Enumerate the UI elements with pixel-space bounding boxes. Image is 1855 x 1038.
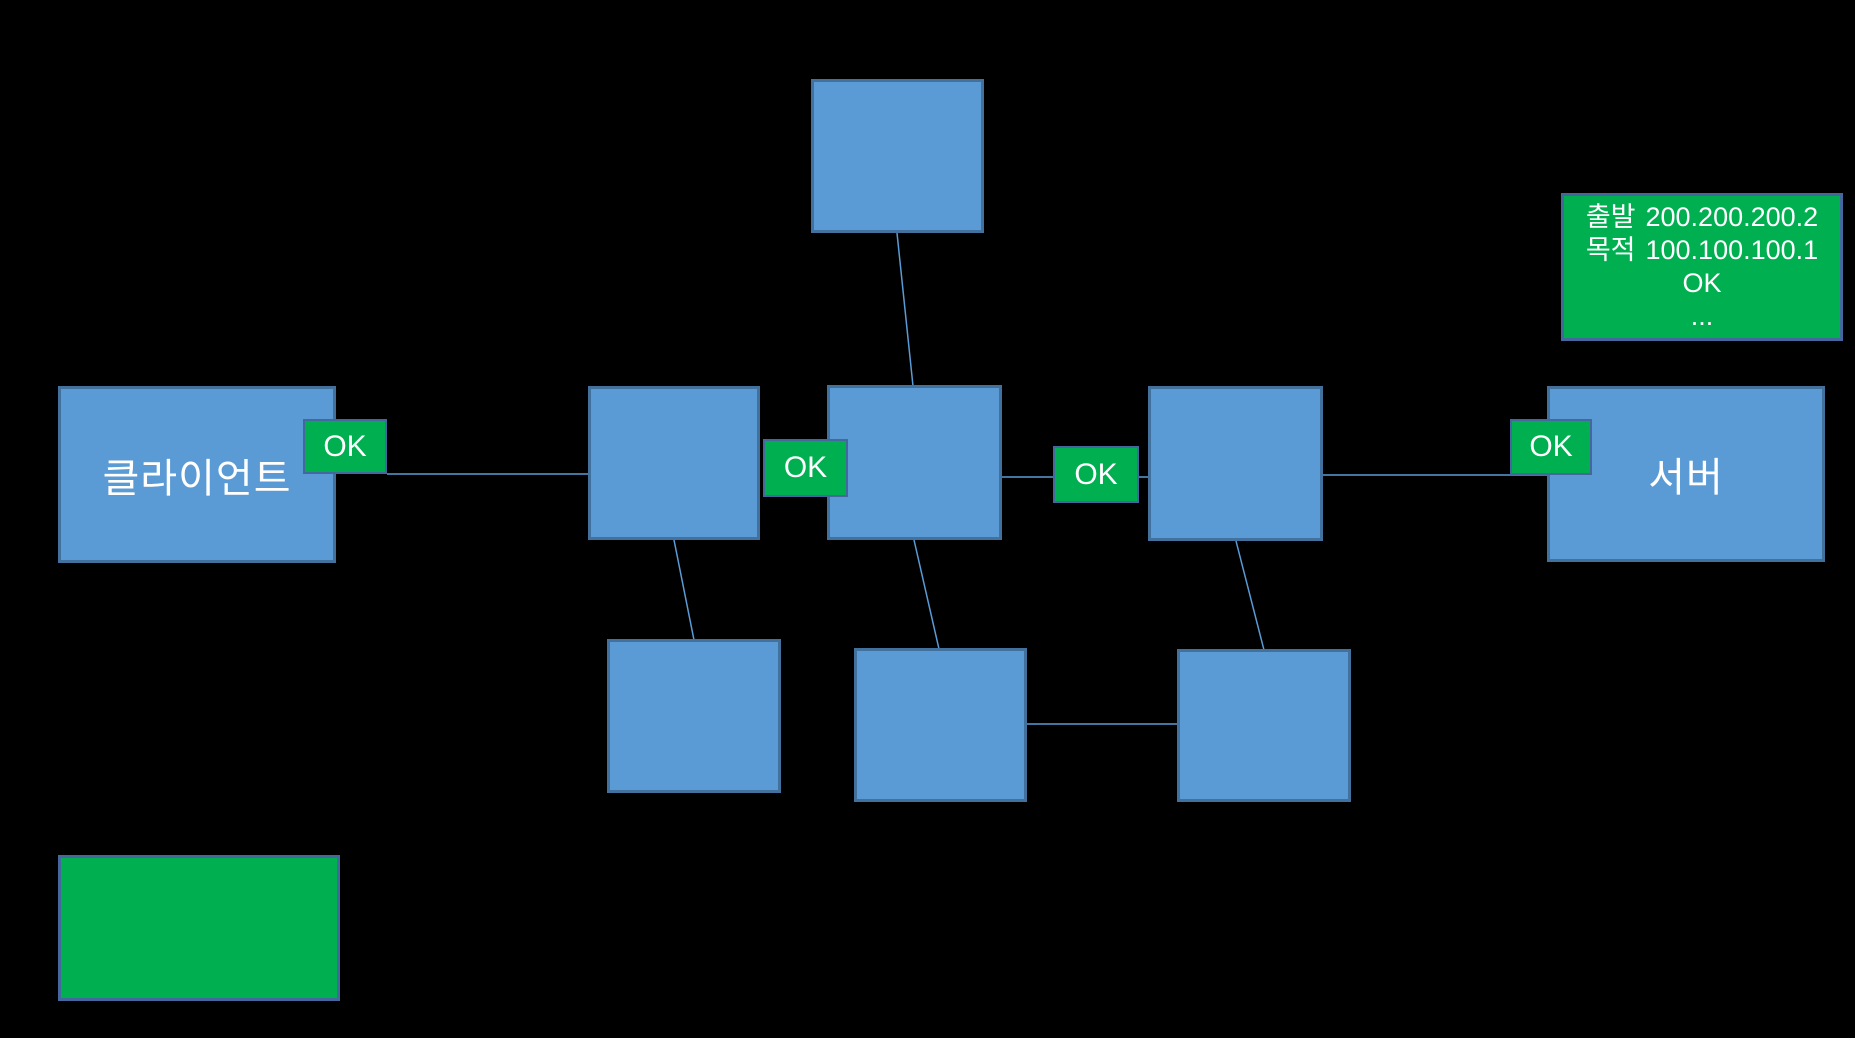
ok-badge-2: OK <box>763 439 848 497</box>
server-label: 서버 <box>1648 456 1724 500</box>
server-node: 서버 <box>1547 386 1825 562</box>
bottom-node-2 <box>854 648 1027 802</box>
ok-badge-4: OK <box>1510 419 1592 475</box>
packet-dest-label: 목적 <box>1585 235 1636 265</box>
packet-ellipsis: ... <box>1690 301 1714 331</box>
packet-dest-row: 목적 100.100.100.1 <box>1586 234 1818 267</box>
ok-badge-1: OK <box>303 419 387 474</box>
client-label: 클라이언트 <box>102 456 292 501</box>
packet-status: OK <box>1682 268 1722 298</box>
green-legend-box <box>58 855 340 1001</box>
link-middle-2-bottom-2 <box>913 539 940 650</box>
link-middle-3-bottom-3 <box>1235 540 1265 651</box>
ok-badge-3: OK <box>1053 446 1139 503</box>
top-node <box>811 79 984 233</box>
packet-info-box: 출발 200.200.200.2 목적 100.100.100.1 OK ... <box>1561 193 1843 341</box>
middle-node-2 <box>827 385 1002 540</box>
client-node: 클라이언트 <box>58 386 336 563</box>
packet-source-row: 출발 200.200.200.2 <box>1586 201 1818 234</box>
packet-source-ip: 200.200.200.2 <box>1645 202 1819 232</box>
packet-dest-ip: 100.100.100.1 <box>1645 235 1819 265</box>
middle-node-3 <box>1148 386 1323 541</box>
bottom-node-1 <box>607 639 781 793</box>
middle-node-1 <box>588 386 760 540</box>
link-top-node-middle-2 <box>896 232 914 387</box>
packet-source-label: 출발 <box>1585 202 1636 232</box>
bottom-node-3 <box>1177 649 1351 802</box>
link-middle-1-bottom-1 <box>673 539 695 641</box>
